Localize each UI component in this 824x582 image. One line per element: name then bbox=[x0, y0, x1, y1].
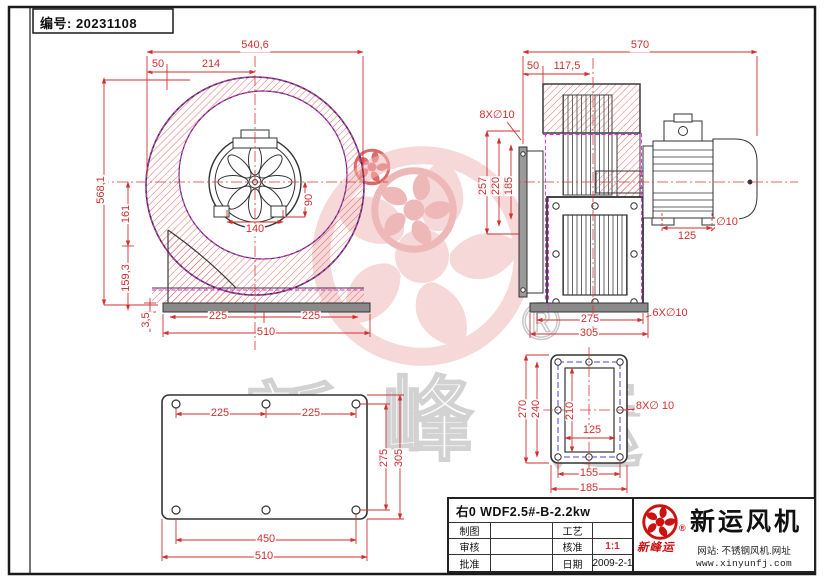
approved-label: 核准 bbox=[553, 539, 593, 555]
company-website: 网站: 不锈钢风机.网址 www.xinyunfj.com bbox=[674, 546, 814, 570]
website-url: www.xinyunfj.com bbox=[695, 557, 792, 569]
front-view bbox=[98, 49, 388, 350]
base-plate-edge bbox=[162, 302, 371, 313]
sheet-frame bbox=[7, 5, 817, 576]
base-plate-view bbox=[161, 394, 404, 561]
inlet-flange-plate bbox=[518, 146, 528, 298]
process-label: 工艺 bbox=[553, 523, 593, 539]
company-fan-logo-icon bbox=[642, 504, 678, 540]
side-view-dimensions bbox=[484, 49, 758, 338]
outlet-flange-view bbox=[523, 347, 636, 493]
side-view bbox=[484, 49, 798, 338]
title-block: 右0 WDF2.5#-B-2.2kw 制图 工艺 审核 核准 1:1 批准 日期… bbox=[447, 497, 816, 573]
drawn-by-value bbox=[491, 523, 553, 539]
checked-value bbox=[491, 539, 553, 555]
scale-value: 1:1 bbox=[593, 539, 632, 555]
checked-label: 审核 bbox=[449, 539, 491, 555]
drawn-by-label: 制图 bbox=[449, 523, 491, 539]
pedestal-base bbox=[529, 302, 649, 313]
website-line: 网站: 不锈钢风机.网址 bbox=[697, 546, 791, 557]
ratified-label: 批准 bbox=[449, 555, 491, 571]
registered-mark-icon: ® bbox=[679, 523, 686, 533]
date-label: 日期 bbox=[553, 555, 593, 571]
process-value bbox=[593, 523, 632, 539]
ratified-value bbox=[491, 555, 553, 571]
brand-script: 新峰运 bbox=[637, 542, 675, 554]
product-designation: 右0 WDF2.5#-B-2.2kw bbox=[449, 499, 632, 523]
date-value: 2009-2-1 bbox=[593, 557, 632, 569]
motor bbox=[642, 113, 758, 226]
base-plate-holes bbox=[171, 399, 361, 515]
company-name: 新运风机 bbox=[690, 509, 803, 536]
